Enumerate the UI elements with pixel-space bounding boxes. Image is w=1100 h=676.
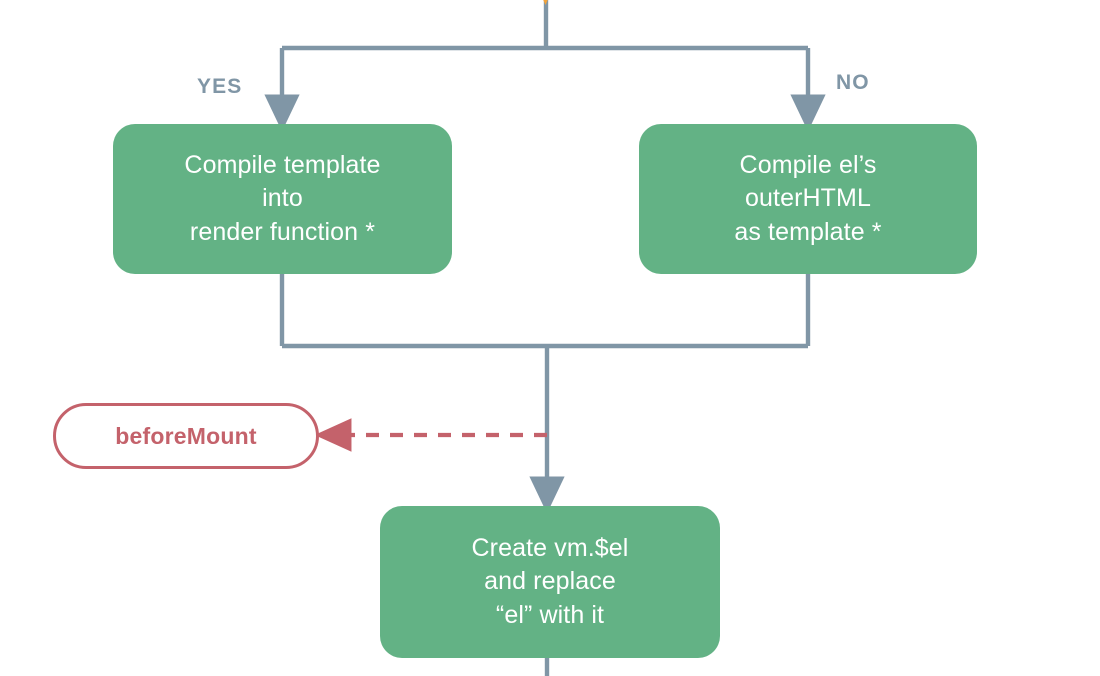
hook-before-mount-label: beforeMount [115,422,257,449]
node-compile-outerhtml[interactable]: Compile el’s outerHTML as template * [639,124,977,274]
branch-label-no: NO [836,71,870,94]
node-create-vm-el[interactable]: Create vm.$el and replace “el” with it [380,506,720,658]
decision-diamond-tip-icon [543,0,548,5]
node-compile-template[interactable]: Compile template into render function * [113,124,452,274]
node-compile-template-label: Compile template into render function * [184,150,381,246]
node-create-vm-el-label: Create vm.$el and replace “el” with it [471,533,629,629]
hook-before-mount[interactable]: beforeMount [53,403,319,469]
node-compile-outerhtml-label: Compile el’s outerHTML as template * [734,150,882,246]
branch-label-yes: YES [197,75,243,98]
